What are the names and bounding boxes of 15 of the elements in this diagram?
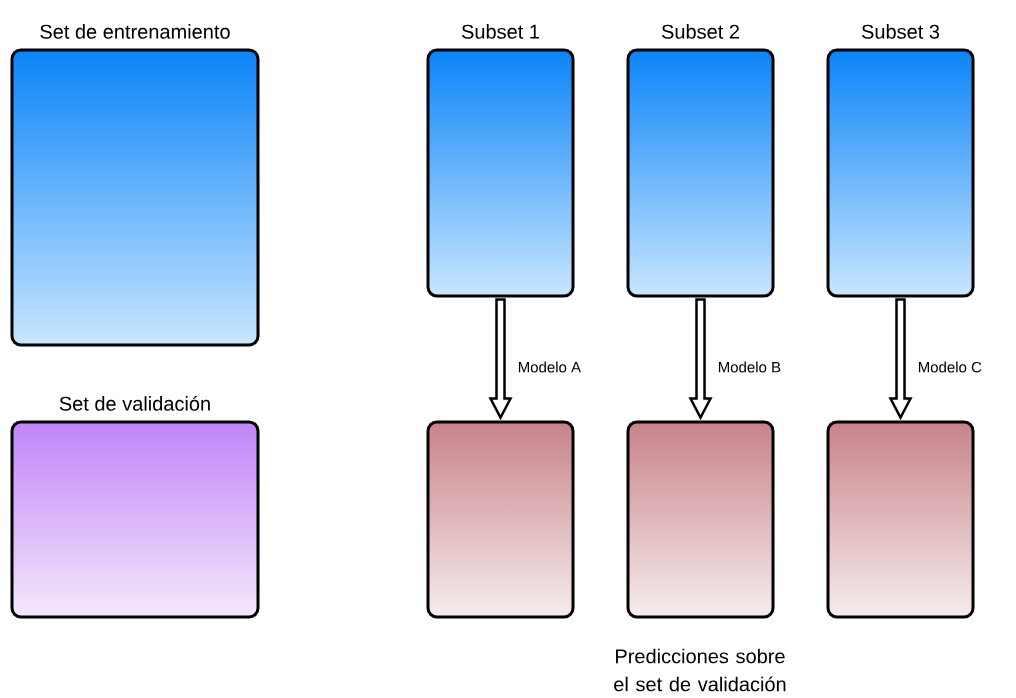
block-arrow [688, 298, 713, 421]
box-title: Subset 3 [861, 24, 940, 39]
box-title: Set de validación [59, 395, 210, 411]
data-box [626, 420, 775, 619]
data-box [426, 420, 575, 619]
caption: Predicciones sobre el set de validación [614, 648, 786, 692]
edge-label: Modelo A [518, 361, 581, 373]
data-box [826, 420, 975, 619]
block-arrow [488, 298, 513, 421]
block-arrow [888, 298, 913, 421]
box-title: Subset 1 [461, 24, 539, 39]
box-title: Set de entrenamiento [40, 24, 230, 39]
box-title: Subset 2 [661, 24, 739, 39]
edge-label: Modelo C [918, 361, 982, 373]
edge-label: Modelo B [718, 361, 781, 373]
